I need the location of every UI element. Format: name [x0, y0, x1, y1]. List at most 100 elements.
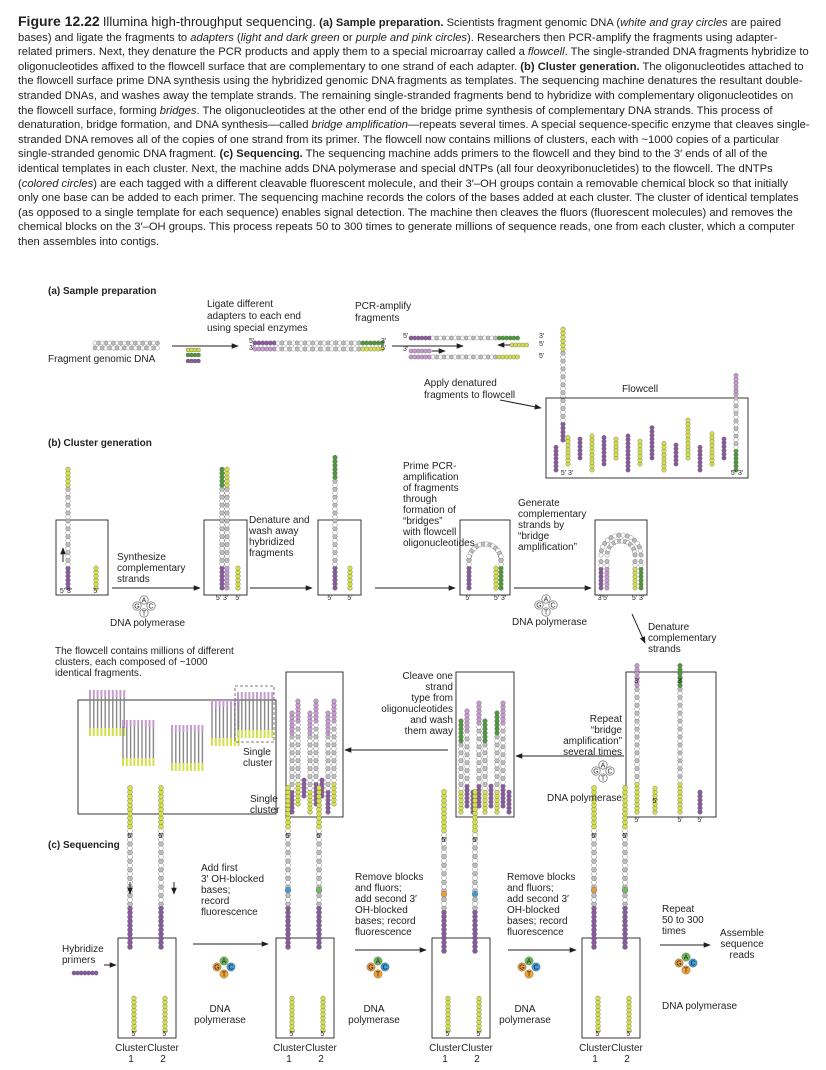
dntp-letter: T	[544, 609, 549, 616]
prime-label: formation of	[403, 505, 456, 516]
flowcell-oligo	[722, 437, 726, 441]
flowcell-oligo	[698, 445, 702, 449]
end-label: 5′ 3′	[731, 470, 744, 477]
end-label: 5′	[441, 837, 447, 844]
denature-label: fragments	[249, 548, 293, 559]
prime-label: with flowcell	[402, 527, 456, 538]
end-label: 5′	[249, 338, 255, 345]
bridge-strand	[617, 533, 621, 537]
flowcell-box	[626, 672, 716, 817]
apply-arrow	[500, 400, 541, 408]
generate-label: “bridge	[518, 531, 550, 542]
prime-label: Prime PCR-	[403, 461, 456, 472]
repeat-label: “bridge	[591, 725, 623, 736]
ligate-label: using special enzymes	[207, 323, 308, 334]
polymerase-label: DNA polymerase	[512, 617, 587, 628]
polymerase-label: polymerase	[499, 1015, 551, 1026]
flowcell-oligo	[638, 439, 642, 443]
dntp-letter: C	[148, 603, 153, 610]
incorporated-base	[316, 887, 322, 893]
end-label: 5′ 3′	[494, 595, 507, 602]
denature2-label: complementary	[648, 633, 716, 644]
end-label: 5′	[539, 353, 545, 360]
process-arrow	[632, 614, 645, 643]
flowcell-oligo	[686, 418, 690, 422]
panel-a-header: (a) Sample preparation	[48, 286, 156, 297]
cluster1-label: 1	[592, 1054, 598, 1065]
end-label: 5′	[93, 588, 99, 595]
polymerase-label: polymerase	[194, 1015, 246, 1026]
denature-label: hybridized	[249, 537, 295, 548]
cleave-label: type from	[411, 693, 453, 704]
dntp-letter: C	[228, 964, 233, 971]
bridge-strand	[639, 559, 643, 563]
apply-label: Apply denatured	[424, 378, 497, 389]
remove2-label: OH-blocked	[507, 905, 560, 916]
dntp-letter: A	[142, 597, 147, 604]
hybridize-label: primers	[62, 955, 95, 966]
cluster-strand	[290, 711, 295, 716]
repeat-label: amplification”	[563, 736, 622, 747]
add-first-label: record	[201, 896, 229, 907]
add-first-label: 3′ OH-blocked	[201, 874, 264, 885]
cluster2-label: Cluster	[147, 1043, 179, 1054]
sequencing-template	[159, 785, 164, 790]
cluster-strand	[507, 790, 512, 795]
sequencing-template	[442, 789, 447, 794]
dntp-letter: A	[544, 596, 549, 603]
sequencing-template	[623, 785, 628, 790]
cluster2-label: 2	[160, 1054, 166, 1065]
end-label: 5′	[472, 837, 478, 844]
remove2-label: bases; record	[507, 916, 568, 927]
remove1-label: fluorescence	[355, 927, 412, 938]
flowcell-oligo	[710, 432, 714, 436]
incorporated-base	[441, 891, 447, 897]
ligate-label: Ligate different	[207, 299, 273, 310]
cluster2-label: Cluster	[611, 1043, 643, 1054]
template-strand	[333, 455, 338, 460]
end-label: 5′ 3′	[60, 588, 73, 595]
dntp-letter: G	[368, 964, 373, 971]
sequencing-template	[592, 785, 597, 790]
end-label: 5′	[595, 1031, 601, 1038]
sequencing-primer	[163, 996, 168, 1001]
remove2-label: fluorescence	[507, 927, 564, 938]
dntp-letter: C	[382, 964, 387, 971]
pcr-label: fragments	[355, 313, 399, 324]
dntp-letter: G	[134, 603, 139, 610]
template-strand	[66, 467, 71, 472]
dntp-letter: G	[676, 960, 681, 967]
hybridize-label: Hybridize	[62, 944, 104, 955]
bridge-strand	[633, 553, 637, 557]
generate-label: Generate	[518, 498, 560, 509]
repeat-label: Repeat	[590, 714, 622, 725]
bridge-strand	[467, 554, 472, 559]
flowcell-oligo	[653, 786, 658, 791]
flowcell-box	[318, 520, 361, 595]
genomic-dna	[155, 346, 159, 350]
flowcell-oligo	[554, 445, 558, 449]
end-label: 5′	[622, 833, 628, 840]
polymerase-label: polymerase	[348, 1015, 400, 1026]
polymerase-label: DNA polymerase	[662, 1001, 737, 1012]
cluster-strand	[296, 699, 301, 704]
end-label: 5′	[289, 1031, 295, 1038]
denature2-label: Denature	[648, 622, 690, 633]
cluster-strand	[308, 711, 313, 716]
end-label: 5′	[626, 1031, 632, 1038]
synthesize-label: complementary	[117, 563, 185, 574]
flowcell-oligo	[662, 441, 666, 445]
apply-label: fragments to flowcell	[424, 390, 515, 401]
cluster1-label: Cluster	[115, 1043, 147, 1054]
cluster1-label: 1	[442, 1054, 448, 1065]
pcr-label: PCR-amplify	[355, 301, 411, 312]
millions-label: clusters, each composed of ~1000	[55, 657, 208, 668]
cluster-strand	[495, 711, 500, 716]
millions-label: identical fragments.	[55, 668, 142, 679]
primer-beads	[94, 971, 98, 975]
cluster-strand	[483, 719, 488, 724]
cluster1-label: Cluster	[273, 1043, 305, 1054]
end-label: 3′	[634, 678, 640, 685]
